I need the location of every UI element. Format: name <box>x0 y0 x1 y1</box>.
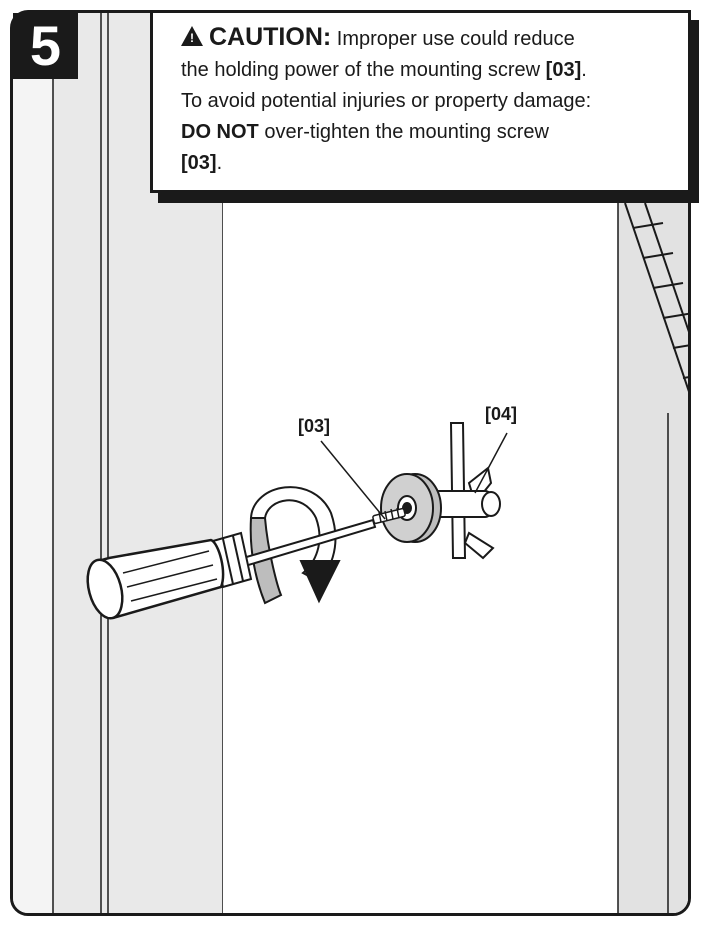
warning-triangle-icon: ! <box>181 26 203 46</box>
door-frame-right <box>618 203 688 913</box>
caution-line-2-end: . <box>581 59 587 81</box>
caution-heading: CAUTION: <box>209 23 332 51</box>
washer <box>380 473 442 543</box>
callout-label-screw: [03] <box>298 416 331 436</box>
caution-line-5: [03]. <box>181 148 676 179</box>
caution-line-3: To avoid potential injuries or property … <box>181 90 592 112</box>
screw-reference-2: [03] <box>181 152 217 174</box>
caution-line-1-text: Improper use could reduce <box>331 28 575 50</box>
caution-line-4-text: over-tighten the mounting screw <box>258 121 549 143</box>
callout-line-anchor <box>474 432 508 494</box>
caution-box: ! CAUTION: Improper use could reduce the … <box>150 10 691 193</box>
screw-reference: [03] <box>545 59 582 81</box>
stair-hatching <box>624 202 688 392</box>
screwdriver-handle <box>86 538 225 620</box>
caution-line-2-text: the holding power of the mounting screw <box>181 59 546 81</box>
do-not-emphasis: DO NOT <box>181 121 259 143</box>
drywall-anchor <box>432 422 501 560</box>
door-surface <box>223 203 618 913</box>
anchor-wing-lower <box>463 531 495 560</box>
caution-line-1: ! CAUTION: Improper use could reduce <box>181 22 676 55</box>
step-number-badge: 5 <box>13 13 78 79</box>
caution-line-4: DO NOT over-tighten the mounting screw <box>181 117 676 148</box>
anchor-tip <box>481 491 501 517</box>
callout-label-anchor: [04] <box>485 404 518 424</box>
callout-line-screw <box>320 440 386 520</box>
caution-line-5-end: . <box>216 152 223 174</box>
caution-line-2: the holding power of the mounting screw … <box>181 55 676 86</box>
